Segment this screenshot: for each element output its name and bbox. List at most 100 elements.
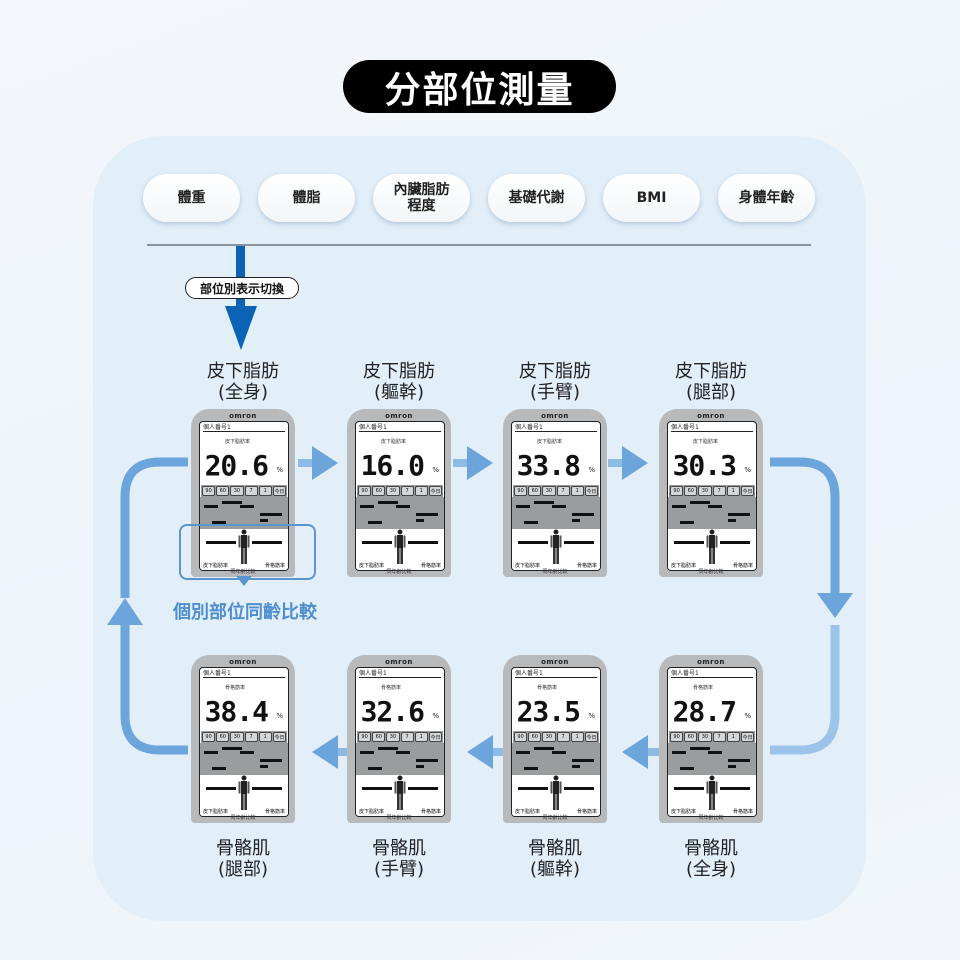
- trend-bar: [672, 751, 686, 754]
- metric-button-body-age[interactable]: 身體年齡: [718, 174, 815, 222]
- right-arrow-icon: [312, 446, 338, 480]
- metric-button-bmi[interactable]: BMI: [603, 174, 700, 222]
- history-chip: 30: [698, 732, 712, 742]
- trend-bar: [572, 513, 594, 516]
- comparison-bar: [206, 787, 236, 790]
- trend-bar: [680, 521, 694, 524]
- trend-bar: [204, 751, 218, 754]
- metric-button-weight[interactable]: 體重: [143, 174, 240, 222]
- left-loop-top: [120, 457, 188, 598]
- arrow-shaft: [453, 459, 467, 467]
- comparison-bar: [362, 787, 392, 790]
- comparison-bar: [408, 541, 438, 544]
- trend-bar: [260, 765, 268, 768]
- comparison-bar: [252, 787, 282, 790]
- trend-bar: [534, 501, 554, 504]
- measurement-value: 20.6: [204, 449, 269, 482]
- history-chip: 60: [528, 732, 542, 742]
- user-id: 個人番号1: [671, 422, 753, 432]
- history-chip: 今日: [272, 732, 287, 742]
- trend-bar: [416, 759, 438, 762]
- caption-fat-arms: 皮下脂肪 (手臂): [519, 361, 591, 403]
- down-arrow-icon: [817, 593, 853, 618]
- trend-bar: [396, 751, 410, 754]
- right-arrow-icon: [622, 446, 648, 480]
- body-comparison: 皮下脂肪率 骨格筋率: [512, 529, 600, 570]
- brand-logo: omron: [385, 412, 413, 420]
- history-chip: 60: [372, 732, 386, 742]
- trend-bar: [416, 519, 424, 522]
- measurement-value: 33.8: [516, 449, 581, 482]
- body-comparison: 皮下脂肪率 骨格筋率: [668, 775, 756, 816]
- history-chip: 1: [570, 732, 584, 742]
- history-chip: 30: [386, 732, 400, 742]
- measurement-value: 16.0: [360, 449, 425, 482]
- measurement-label: 骨格筋率: [537, 685, 558, 691]
- body-figure-icon: [550, 529, 562, 564]
- user-id: 個人番号1: [359, 668, 441, 678]
- callout-pointer: [236, 576, 252, 586]
- trend-graph: [512, 743, 600, 775]
- measurement-value: 32.6: [360, 695, 425, 728]
- trend-bar: [368, 767, 382, 770]
- fat-rate-label: 皮下脂肪率: [359, 563, 385, 569]
- history-chip: 60: [684, 732, 698, 742]
- same-age-footer: 同年齢比較: [230, 815, 256, 821]
- up-arrow-icon: [107, 598, 143, 625]
- metric-button-basal-metabolism[interactable]: 基礎代謝: [488, 174, 585, 222]
- metric-button-body-fat[interactable]: 體脂: [258, 174, 355, 222]
- trend-bar: [672, 505, 686, 508]
- trend-bar: [572, 765, 580, 768]
- comparison-bar: [674, 541, 704, 544]
- history-chip: 90: [670, 486, 684, 496]
- unit-label: %: [588, 466, 595, 474]
- measurement-label: 皮下脂肪率: [381, 439, 407, 445]
- same-age-footer: 同年齢比較: [230, 569, 256, 575]
- body-figure-icon: [706, 529, 718, 564]
- trend-graph: [200, 497, 288, 529]
- history-chip: 7: [556, 486, 570, 496]
- trend-graph: [668, 743, 756, 775]
- user-id: 個人番号1: [203, 422, 285, 432]
- arrow-shaft: [338, 748, 350, 756]
- caption-muscle-arms: 骨骼肌 (手臂): [372, 838, 426, 880]
- caption-muscle-trunk: 骨骼肌 (軀幹): [528, 838, 582, 880]
- history-chip: 1: [570, 486, 584, 496]
- trend-bar: [378, 501, 398, 504]
- history-chip: 60: [528, 486, 542, 496]
- trend-bar: [260, 513, 282, 516]
- caption-fat-legs: 皮下脂肪 (腿部): [675, 361, 747, 403]
- history-chip: 90: [514, 732, 528, 742]
- history-chip: 30: [542, 732, 556, 742]
- arrow-shaft: [493, 748, 505, 756]
- body-comparison: 皮下脂肪率 骨格筋率: [200, 775, 288, 816]
- trend-bar: [690, 501, 710, 504]
- user-id: 個人番号1: [359, 422, 441, 432]
- trend-bar: [396, 505, 410, 508]
- same-age-footer: 同年齢比較: [386, 815, 412, 821]
- history-chip: 1: [258, 486, 272, 496]
- user-id: 個人番号1: [515, 422, 597, 432]
- history-chip: 1: [414, 732, 428, 742]
- history-chip: 7: [400, 486, 414, 496]
- history-chip: 30: [386, 486, 400, 496]
- metric-button-visceral-fat[interactable]: 內臟脂肪 程度: [373, 174, 470, 222]
- fat-rate-label: 皮下脂肪率: [515, 809, 541, 815]
- history-chip: 1: [258, 732, 272, 742]
- comparison-bar: [674, 787, 704, 790]
- trend-bar: [240, 505, 254, 508]
- history-chip: 今日: [584, 732, 599, 742]
- history-chip: 30: [230, 486, 244, 496]
- fat-rate-label: 皮下脂肪率: [203, 563, 229, 569]
- trend-bar: [222, 501, 242, 504]
